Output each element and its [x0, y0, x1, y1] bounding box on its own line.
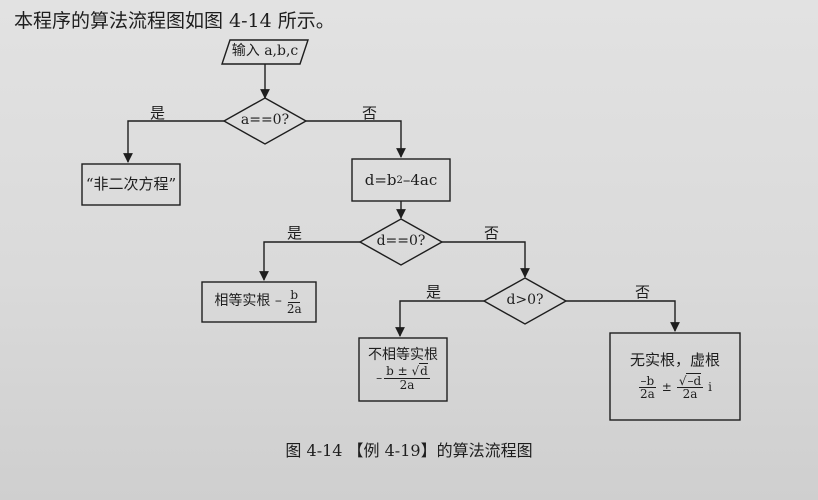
- equal-roots-shape: [201, 281, 317, 323]
- no-real-roots-num2-sqrt: –d: [686, 372, 702, 388]
- discriminant-rhs: –4ac: [402, 170, 438, 189]
- no-real-roots-pm: ±: [661, 380, 672, 395]
- branch-label-cond-d-pos-yes: 是: [426, 283, 442, 301]
- branch-label-cond-a-yes: 是: [150, 104, 166, 122]
- branch-label-cond-d-pos-no: 否: [635, 283, 651, 301]
- no-real-roots-den1: 2a: [639, 387, 655, 402]
- equal-roots-label: 相等实根 – b 2a: [202, 282, 316, 322]
- unequal-roots-fraction: b ± √d 2a: [384, 363, 430, 392]
- edge-cond-d-pos-no: [566, 300, 680, 332]
- unequal-roots-num-b: b ±: [386, 364, 408, 379]
- edge-cond-a-no: [306, 120, 406, 158]
- equal-roots-den: 2a: [286, 301, 302, 316]
- cond-d-zero-label: d==0?: [376, 233, 426, 250]
- not-quadratic-shape: [81, 163, 181, 206]
- unequal-roots-sign: –: [376, 370, 383, 385]
- cond-d-zero-shape: [358, 218, 444, 266]
- no-real-roots-i: i: [708, 380, 713, 395]
- no-real-roots-num2: √–d: [676, 372, 704, 389]
- no-real-roots-fraction-2: √–d 2a: [676, 372, 704, 402]
- no-real-roots-text: 无实根，虚根: [629, 351, 720, 370]
- cond-d-pos-label: d>0?: [506, 292, 544, 309]
- unequal-roots-label: 不相等实根 – b ± √d 2a: [359, 338, 447, 401]
- figure-caption: 图 4-14 【例 4-19】的算法流程图: [285, 441, 533, 460]
- edge-cond-a-yes: [123, 120, 224, 163]
- no-real-roots-num1: –b: [638, 373, 657, 389]
- discriminant-lhs: d=b: [364, 170, 397, 189]
- equal-roots-fraction: b 2a: [285, 289, 304, 315]
- unequal-roots-shape: [358, 337, 448, 402]
- no-real-roots-shape: [609, 332, 741, 421]
- input-label: 输入 a,b,c: [231, 43, 299, 60]
- unequal-roots-formula: – b ± √d 2a: [376, 363, 430, 392]
- branch-label-cond-d-zero-no: 否: [484, 224, 500, 242]
- branch-label-cond-a-no: 否: [362, 104, 378, 122]
- intro-text: 本程序的算法流程图如图 4-14 所示。: [14, 10, 335, 32]
- cond-a-shape: [222, 97, 308, 145]
- unequal-roots-den: 2a: [399, 377, 415, 392]
- unequal-roots-num: b ± √d: [384, 363, 430, 379]
- unequal-roots-num-sqrt: d: [419, 363, 428, 379]
- cond-a-label: a==0?: [240, 112, 290, 129]
- no-real-roots-formula: –b 2a ± √–d 2a i: [638, 372, 713, 402]
- no-real-roots-den2: 2a: [682, 387, 698, 402]
- edge-cond-d-zero-yes: [259, 241, 360, 281]
- unequal-roots-text: 不相等实根: [368, 346, 438, 363]
- equal-roots-text: 相等实根 –: [214, 293, 282, 310]
- input-shape: [221, 39, 309, 65]
- discriminant-exp: 2: [396, 174, 403, 186]
- no-real-roots-fraction-1: –b 2a: [638, 375, 657, 401]
- not-quadratic-label: “非二次方程”: [85, 175, 177, 194]
- edge-cond-d-pos-yes: [395, 300, 484, 337]
- branch-label-cond-d-zero-yes: 是: [287, 224, 303, 242]
- edge-cond-d-zero-no: [442, 241, 530, 278]
- equal-roots-num: b: [288, 287, 301, 303]
- cond-d-pos-shape: [482, 277, 568, 325]
- no-real-roots-label: 无实根，虚根 –b 2a ± √–d 2a i: [610, 333, 740, 420]
